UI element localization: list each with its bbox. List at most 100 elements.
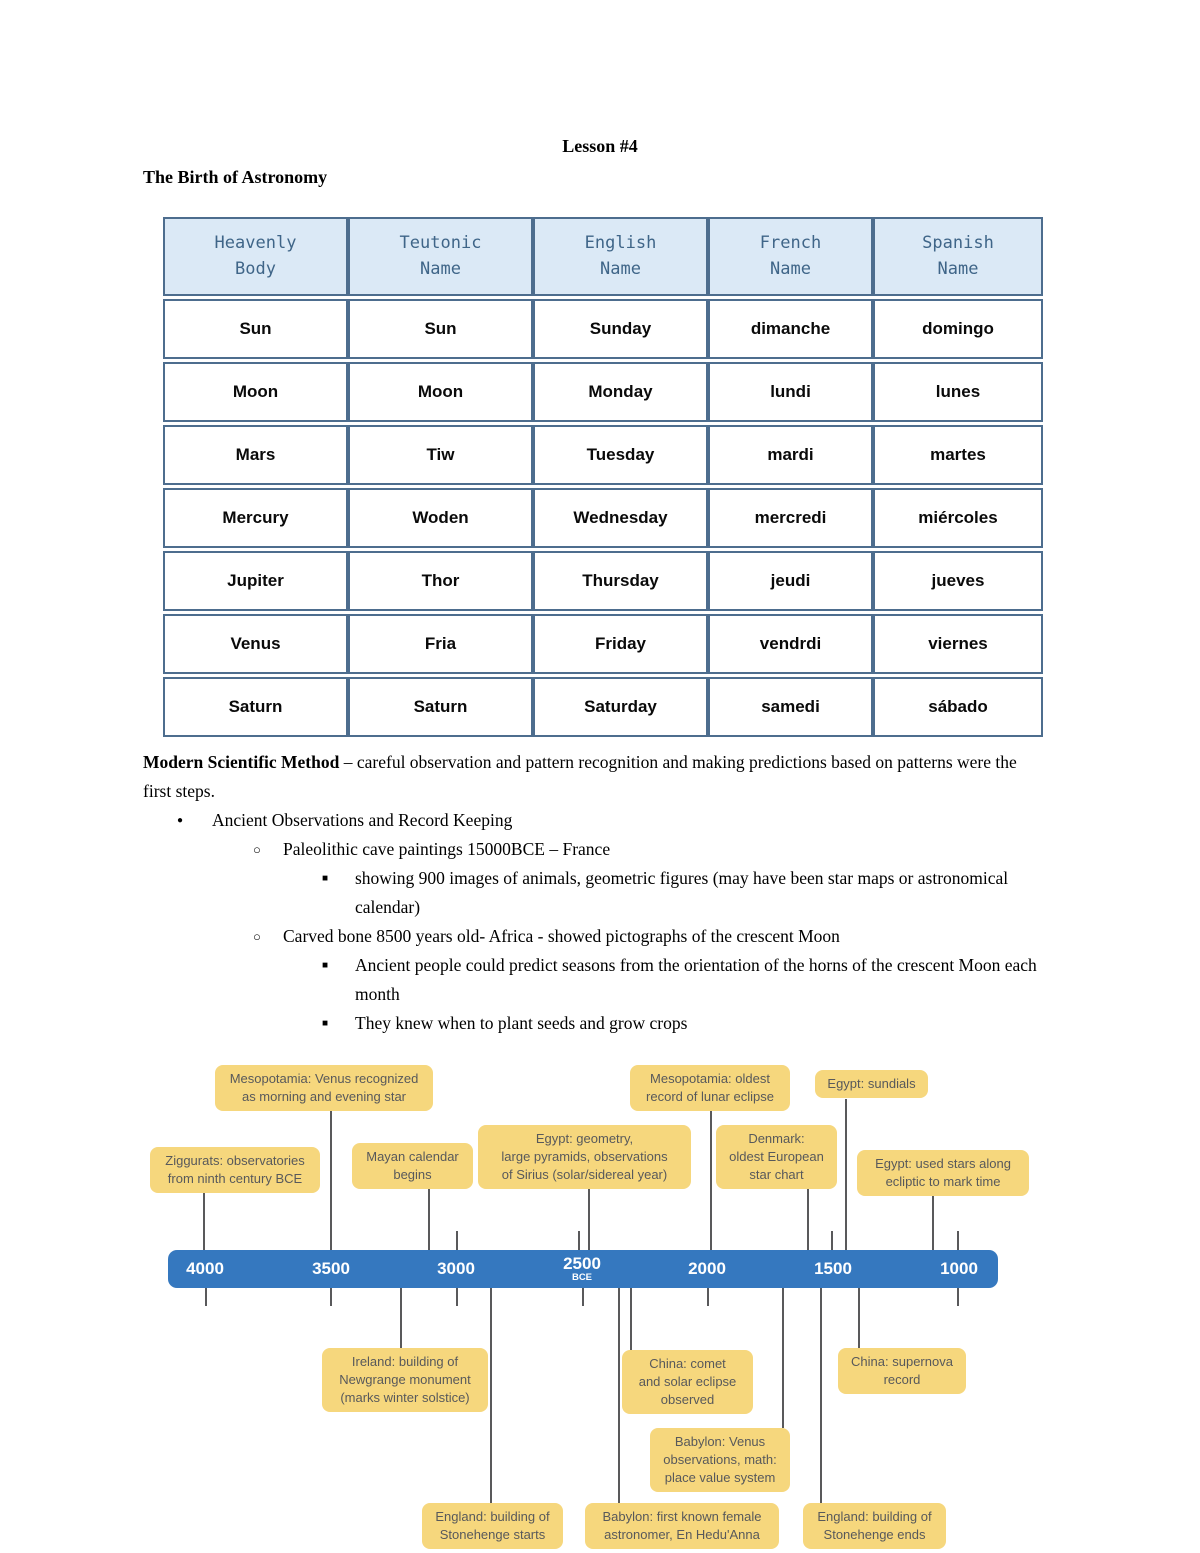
timeline-connector (203, 1191, 205, 1250)
table-row: Sun Sun Sunday dimanche domingo (163, 299, 1043, 359)
table-header-cell: Heavenly Body (163, 217, 348, 296)
timeline-event-china-supernova: China: supernova record (838, 1348, 966, 1394)
table-cell: Moon (348, 362, 533, 422)
table-cell: Woden (348, 488, 533, 548)
timeline-event-egypt-sundials: Egypt: sundials (815, 1070, 928, 1098)
table-cell: miércoles (873, 488, 1043, 548)
list-item: ■Ancient people could predict seasons fr… (143, 951, 1048, 1009)
table-cell: mercredi (708, 488, 873, 548)
table-row: Mars Tiw Tuesday mardi martes (163, 425, 1043, 485)
list-item-text: showing 900 images of animals, geometric… (355, 868, 1009, 917)
table-header-row: Heavenly Body Teutonic Name English Name… (163, 217, 1043, 296)
timeline-connector (330, 1109, 332, 1250)
timeline-event-ziggurats-observatories: Ziggurats: observatories from ninth cent… (150, 1147, 320, 1193)
list-item-text: Ancient people could predict seasons fro… (355, 955, 1037, 1004)
timeline-event-mesopotamia-lunar-eclipse: Mesopotamia: oldest record of lunar ecli… (630, 1065, 790, 1111)
table-cell: lunes (873, 362, 1043, 422)
lead-definition: – careful observation and pattern recogn… (143, 752, 1017, 801)
table-cell: Mars (163, 425, 348, 485)
timeline-event-ireland-newgrange: Ireland: building of Newgrange monument … (322, 1348, 488, 1412)
timeline-connector (710, 1109, 712, 1250)
timeline-connector (428, 1185, 430, 1250)
table-row: Venus Fria Friday vendrdi viernes (163, 614, 1043, 674)
timeline-event-egypt-geometry: Egypt: geometry, large pyramids, observa… (478, 1125, 691, 1189)
axis-year-label: 3000 (437, 1259, 475, 1278)
axis-year-label: 4000 (186, 1259, 224, 1278)
table-cell: Thor (348, 551, 533, 611)
list-item: ■ They knew when to plant seeds and grow … (143, 1009, 1048, 1038)
table-cell: Sunday (533, 299, 708, 359)
timeline-tick (831, 1231, 833, 1250)
table-cell: Saturn (163, 677, 348, 737)
page-title: Lesson #4 (562, 136, 638, 156)
timeline-connector (807, 1188, 809, 1250)
axis-year-label: 3500 (312, 1259, 350, 1278)
list-item-text: They knew when to plant seeds and grow c… (355, 1013, 688, 1033)
table-cell: sábado (873, 677, 1043, 737)
table-row: Jupiter Thor Thursday jeudi jueves (163, 551, 1043, 611)
axis-year-label: 1000 (940, 1259, 978, 1278)
list-item: ■ showing 900 images of animals, geometri… (143, 864, 1048, 922)
table-cell: Sun (163, 299, 348, 359)
timeline-event-egypt-ecliptic: Egypt: used stars along ecliptic to mark… (857, 1150, 1029, 1196)
timeline-tick (957, 1231, 959, 1250)
timeline-connector (588, 1188, 590, 1250)
bullet-disc-icon: ● (177, 815, 184, 826)
table-cell: Tiw (348, 425, 533, 485)
timeline-axis-bar: 4000 3500 3000 2500 BCE 2000 1500 1000 (168, 1250, 998, 1288)
timeline-event-babylon-venus-math: Babylon: Venus observations, math: place… (650, 1428, 790, 1492)
table-cell: Fria (348, 614, 533, 674)
axis-year-label: 1500 (814, 1259, 852, 1278)
timeline-tick (957, 1288, 959, 1306)
timeline-tick (578, 1231, 580, 1250)
table-cell: Mercury (163, 488, 348, 548)
timeline-connector (630, 1288, 632, 1350)
list-item: ○ Paleolithic cave paintings 15000BCE – F… (143, 835, 1048, 864)
list-item: ○Carved bone 8500 years old- Africa - sh… (143, 922, 1048, 951)
table-cell: Wednesday (533, 488, 708, 548)
timeline-connector (845, 1099, 847, 1250)
table-row: Mercury Woden Wednesday mercredi miércol… (163, 488, 1043, 548)
timeline-event-mayan-calendar: Mayan calendar begins (352, 1143, 473, 1189)
table-cell: Venus (163, 614, 348, 674)
table-cell: Thursday (533, 551, 708, 611)
list-item-text: Paleolithic cave paintings 15000BCE – Fr… (283, 839, 611, 859)
timeline-connector (618, 1288, 620, 1503)
table-cell: jeudi (708, 551, 873, 611)
table-cell: lundi (708, 362, 873, 422)
bullet-circle-icon: ○ (253, 929, 261, 944)
list-item: ● Ancient Observations and Record Keeping (143, 806, 1048, 835)
timeline-event-babylon-en-heduanna: Babylon: first known female astronomer, … (585, 1503, 779, 1549)
axis-era-label: BCE (571, 1272, 593, 1284)
timeline-tick (205, 1288, 207, 1306)
notes-section: Modern Scientific Method – careful obser… (143, 748, 1048, 1038)
table-cell: Monday (533, 362, 708, 422)
axis-year-label: 2500 (563, 1254, 601, 1274)
bullet-circle-icon: ○ (253, 842, 261, 857)
axis-year-label-with-era: 2500 BCE (563, 1250, 601, 1288)
table-row: Saturn Saturn Saturday samedi sábado (163, 677, 1043, 737)
timeline-event-stonehenge-ends: England: building of Stonehenge ends (803, 1503, 946, 1549)
lead-paragraph: Modern Scientific Method – careful obser… (143, 748, 1048, 806)
timeline-event-mesopotamia-venus: Mesopotamia: Venus recognized as morning… (215, 1065, 433, 1111)
table-cell: vendrdi (708, 614, 873, 674)
weekday-names-table-wrap: Heavenly Body Teutonic Name English Name… (163, 214, 1043, 740)
table-header-cell: English Name (533, 217, 708, 296)
bullet-square-icon: ■ (322, 873, 329, 884)
timeline-connector (490, 1288, 492, 1503)
bullet-square-icon: ■ (322, 1018, 329, 1029)
table-cell: Jupiter (163, 551, 348, 611)
timeline-connector (858, 1288, 860, 1348)
table-cell: viernes (873, 614, 1043, 674)
timeline-connector (782, 1288, 784, 1428)
timeline-tick (582, 1288, 584, 1306)
table-header-cell: Spanish Name (873, 217, 1043, 296)
list-item-text: Ancient Observations and Record Keeping (212, 810, 513, 830)
table-header-cell: French Name (708, 217, 873, 296)
bce-timeline-diagram: Ziggurats: observatories from ninth cent… (0, 1050, 1200, 1553)
timeline-tick (456, 1288, 458, 1306)
table-cell: martes (873, 425, 1043, 485)
table-header-cell: Teutonic Name (348, 217, 533, 296)
bullet-list: ● Ancient Observations and Record Keeping… (143, 806, 1048, 1038)
